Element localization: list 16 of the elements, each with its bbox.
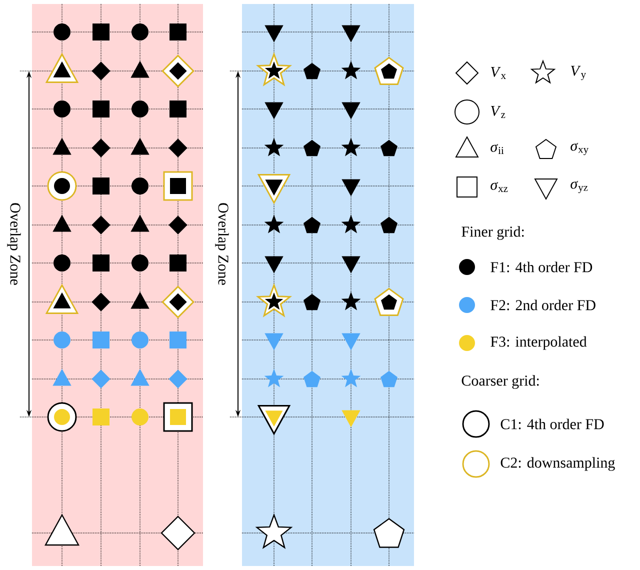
legend-label: V$_{y}$ (570, 66, 586, 80)
zone-label: Overlap Zone (215, 203, 229, 285)
legend-heading: Finer grid: (462, 226, 524, 240)
legend-label: σ$_{yz}$ (570, 180, 588, 194)
legend-label: V$_{z}$ (490, 106, 506, 118)
legend-label: C1: 4th order FD (500, 418, 604, 430)
legend-label: F2: 2nd order FD (490, 300, 596, 310)
zone-label: Overlap Zone (7, 203, 21, 285)
legend-label: C2: downsampling (500, 457, 615, 471)
legend-label: F3: interpolated (490, 336, 587, 350)
legend-label: F1: 4th order FD (490, 262, 592, 272)
legend-label: V$_{x}$ (490, 67, 506, 79)
legend-label: σ$_{xy}$ (570, 142, 589, 156)
legend-heading: Coarser grid: (462, 375, 539, 389)
legend-label: σ$_{xz}$ (490, 182, 508, 192)
legend-label: σ$_{ii}$ (490, 144, 504, 154)
